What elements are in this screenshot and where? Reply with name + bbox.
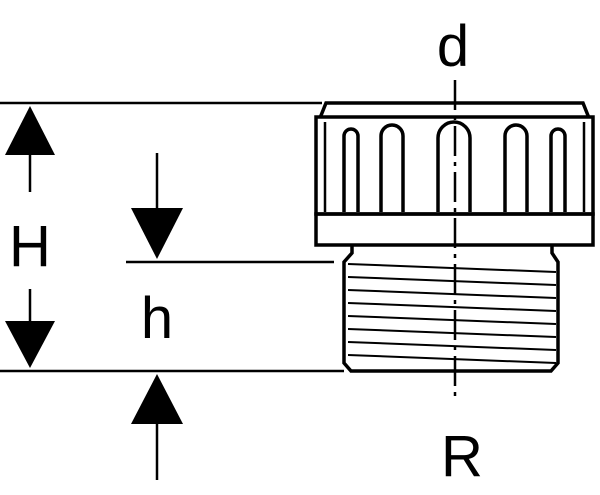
cap-rib (549, 127, 567, 212)
cap-rib (342, 127, 360, 212)
arrow-up-icon (131, 374, 183, 424)
thread-label: R (441, 424, 483, 489)
cap-rib (379, 123, 405, 212)
dimension-h: h (131, 153, 183, 480)
arrow-down-icon (5, 321, 55, 368)
diameter-label: d (437, 14, 469, 79)
dimension-h-label: h (141, 286, 173, 351)
dimension-H-label: H (9, 214, 51, 279)
arrow-up-icon (5, 106, 55, 155)
arrow-down-icon (131, 208, 183, 259)
threaded-shank (342, 245, 560, 373)
extension-lines (0, 101, 344, 373)
dimension-H: H (5, 106, 55, 368)
cap-rib (503, 123, 529, 212)
shank-outline (342, 245, 560, 373)
cap-rib (436, 120, 472, 212)
thread-lines (347, 263, 557, 364)
